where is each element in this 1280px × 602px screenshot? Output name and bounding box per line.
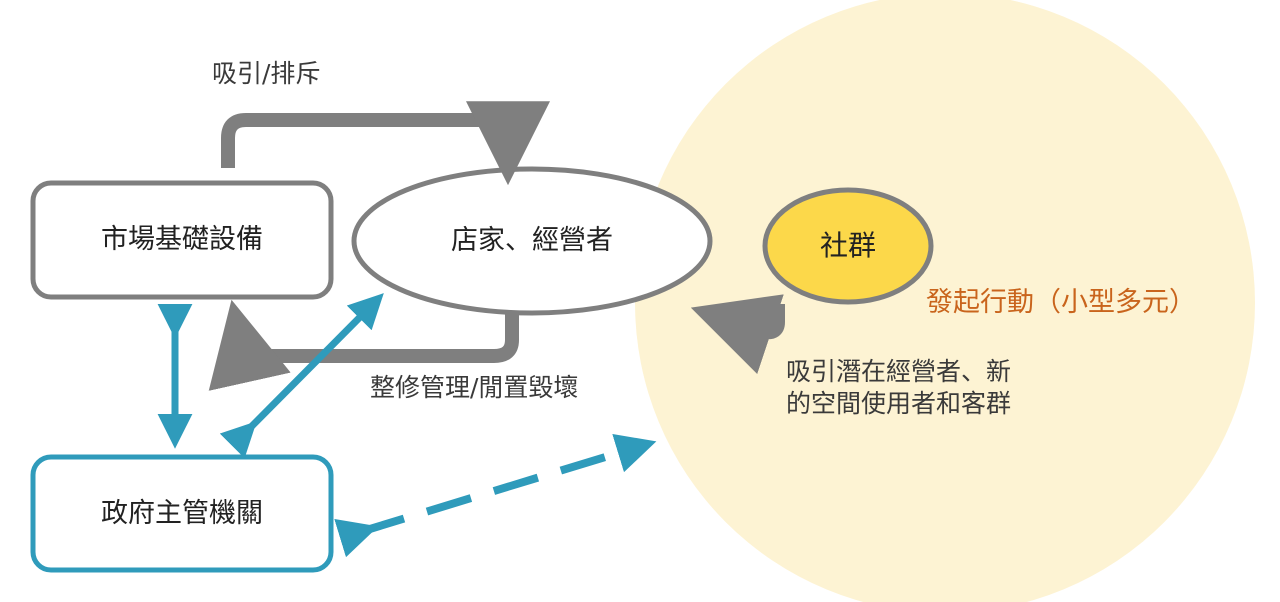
attract-repel-arrow: [221, 101, 550, 186]
community-attract-arrow: [690, 294, 785, 375]
attract-repel-label: 吸引/排斥: [212, 59, 321, 88]
market-infrastructure-label: 市場基礎設備: [101, 224, 263, 256]
attract-new-label-line2: 的空間使用者和客群: [786, 389, 1012, 418]
community-circle: [762, 187, 934, 305]
attract-new-label-line1: 吸引潛在經營者、新: [786, 357, 1012, 386]
government-shops-arrow: [219, 293, 384, 459]
government-label: 政府主管機關: [101, 497, 263, 529]
government-community-arrow: [334, 433, 657, 558]
renovate-manage-arrow: [208, 299, 519, 391]
action-label: 發起行動（小型多元）: [926, 287, 1196, 318]
government-box: [30, 454, 334, 573]
shop-operators-label: 店家、經營者: [451, 225, 613, 257]
renovate-manage-label: 整修管理/閒置毀壞: [370, 373, 579, 402]
community-zone: [635, 0, 1255, 602]
market-infrastructure-box: [30, 180, 334, 300]
community-label: 社群: [819, 228, 876, 262]
